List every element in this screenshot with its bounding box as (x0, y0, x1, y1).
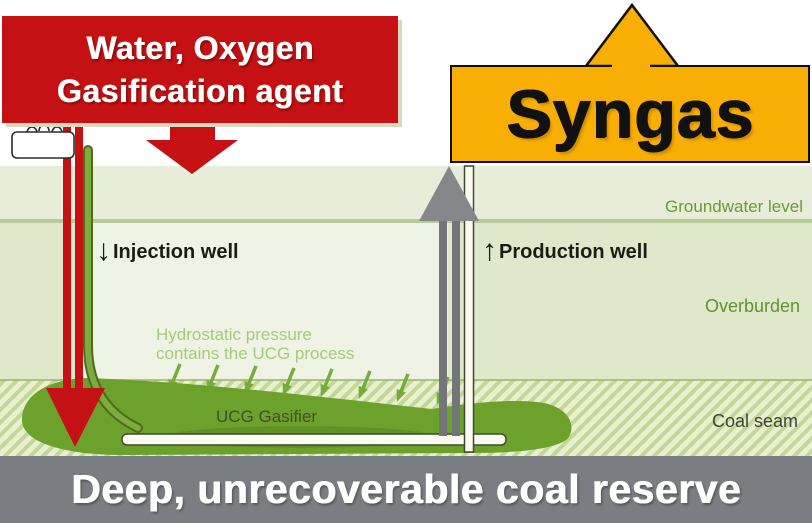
injection-flow-arrow (46, 122, 105, 447)
wellhead (11, 124, 75, 159)
groundwater-level-label: Groundwater level (665, 197, 803, 216)
overburden-label: Overburden (704, 296, 800, 316)
groundwater-line (0, 219, 812, 223)
coal-seam-label: Coal seam (711, 411, 798, 431)
up-arrow-icon: ↑ (482, 234, 497, 267)
down-arrow-icon: ↓ (96, 234, 111, 267)
hydrostatic-line1: Hydrostatic pressure (156, 325, 312, 344)
injection-well-text: Injection well (113, 241, 239, 263)
gasification-agent-line1: Water, Oxygen (86, 29, 314, 66)
gasification-agent-banner: Water, Oxygen Gasification agent (2, 16, 398, 123)
coal-reserve-banner: Deep, unrecoverable coal reserve (0, 456, 812, 523)
in-seam-pipe (121, 433, 507, 446)
ucg-gasifier-label: UCG Gasifier (216, 407, 318, 426)
production-well-label: ↑ Production well (482, 234, 648, 267)
production-pipe (463, 165, 475, 453)
production-well-text: Production well (499, 241, 648, 263)
hydrostatic-line2: contains the UCG process (156, 344, 355, 363)
syngas-arrow-stem (612, 63, 650, 71)
syngas-label: Syngas (506, 76, 754, 152)
injection-well-label: ↓ Injection well (96, 234, 239, 267)
gasification-agent-line2: Gasification agent (56, 72, 344, 109)
coal-reserve-text: Deep, unrecoverable coal reserve (70, 466, 742, 512)
syngas-box: Syngas (450, 65, 810, 163)
production-flow-arrow (419, 165, 479, 453)
hydrostatic-note: Hydrostatic pressure contains the UCG pr… (156, 325, 354, 363)
